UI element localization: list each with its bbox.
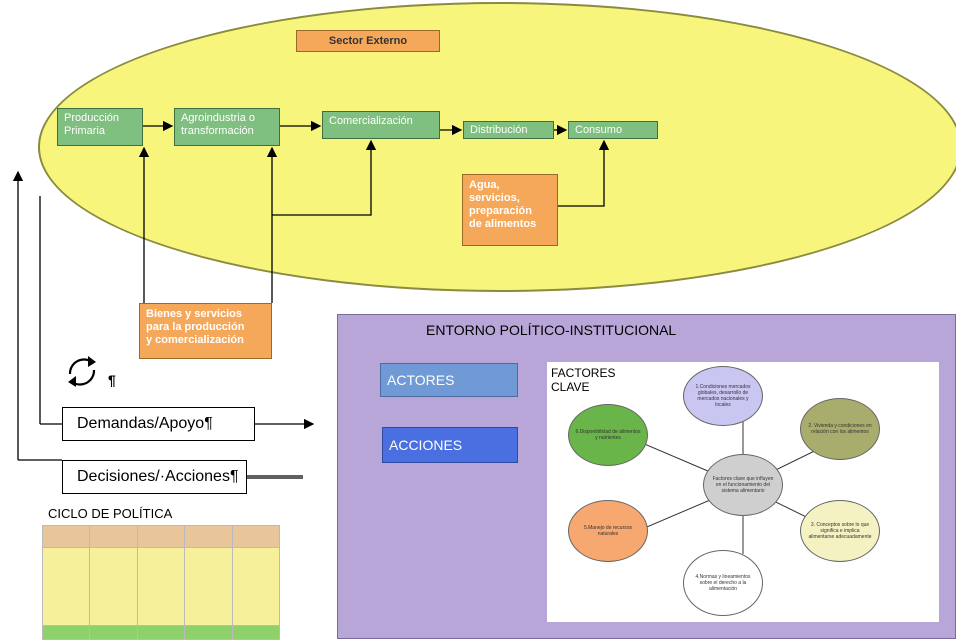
paragraph-mark: ¶	[108, 372, 116, 388]
agua-servicios-box: Agua, servicios, preparación de alimento…	[462, 174, 558, 246]
factores-clave-label: FACTORES CLAVE	[551, 366, 616, 394]
table-row	[41, 625, 281, 640]
agroindustria-box: Agroindustria o transformación	[174, 108, 280, 146]
comercializacion-box: Comercialización	[322, 111, 440, 139]
sector-externo-label: Sector Externo	[296, 30, 440, 52]
factor-1-node: 1.Condiciones mercados globales, desarro…	[683, 366, 763, 426]
bienes-servicios-box: Bienes y servicios para la producción y …	[139, 303, 272, 359]
factores-center-node: Factores clave que influyen en el funcio…	[703, 454, 783, 516]
acciones-box: ACCIONES	[382, 427, 518, 463]
ciclo-politica-title: CICLO DE POLÍTICA	[48, 506, 173, 521]
factor-5-node: 5.Manejo de recursos naturales	[568, 500, 648, 562]
produccion-primaria-box: Producción Primaria	[57, 108, 143, 146]
entorno-title: ENTORNO POLÍTICO-INSTITUCIONAL	[426, 322, 677, 338]
factor-3-node: 3. Conceptos sobre lo que significa e im…	[800, 500, 880, 562]
table-row	[41, 547, 281, 626]
ciclo-politica-table	[41, 525, 281, 640]
actores-box: ACTORES	[380, 363, 518, 397]
factor-4-node: 4.Normas y lineamientos sobre el derecho…	[683, 550, 763, 616]
factor-6-node: 6.Disponibilidad de alimentos y nutrient…	[568, 404, 648, 466]
consumo-box: Consumo	[568, 121, 658, 139]
decisiones-acciones-box: Decisiones/·Acciones¶	[62, 460, 247, 494]
distribucion-box: Distribución	[463, 121, 554, 139]
table-row	[41, 525, 281, 548]
demandas-apoyo-box: Demandas/Apoyo¶	[62, 407, 255, 441]
factor-2-node: 2. Vivienda y condiciones en relación co…	[800, 398, 880, 460]
refresh-cycle-icon	[68, 356, 96, 387]
